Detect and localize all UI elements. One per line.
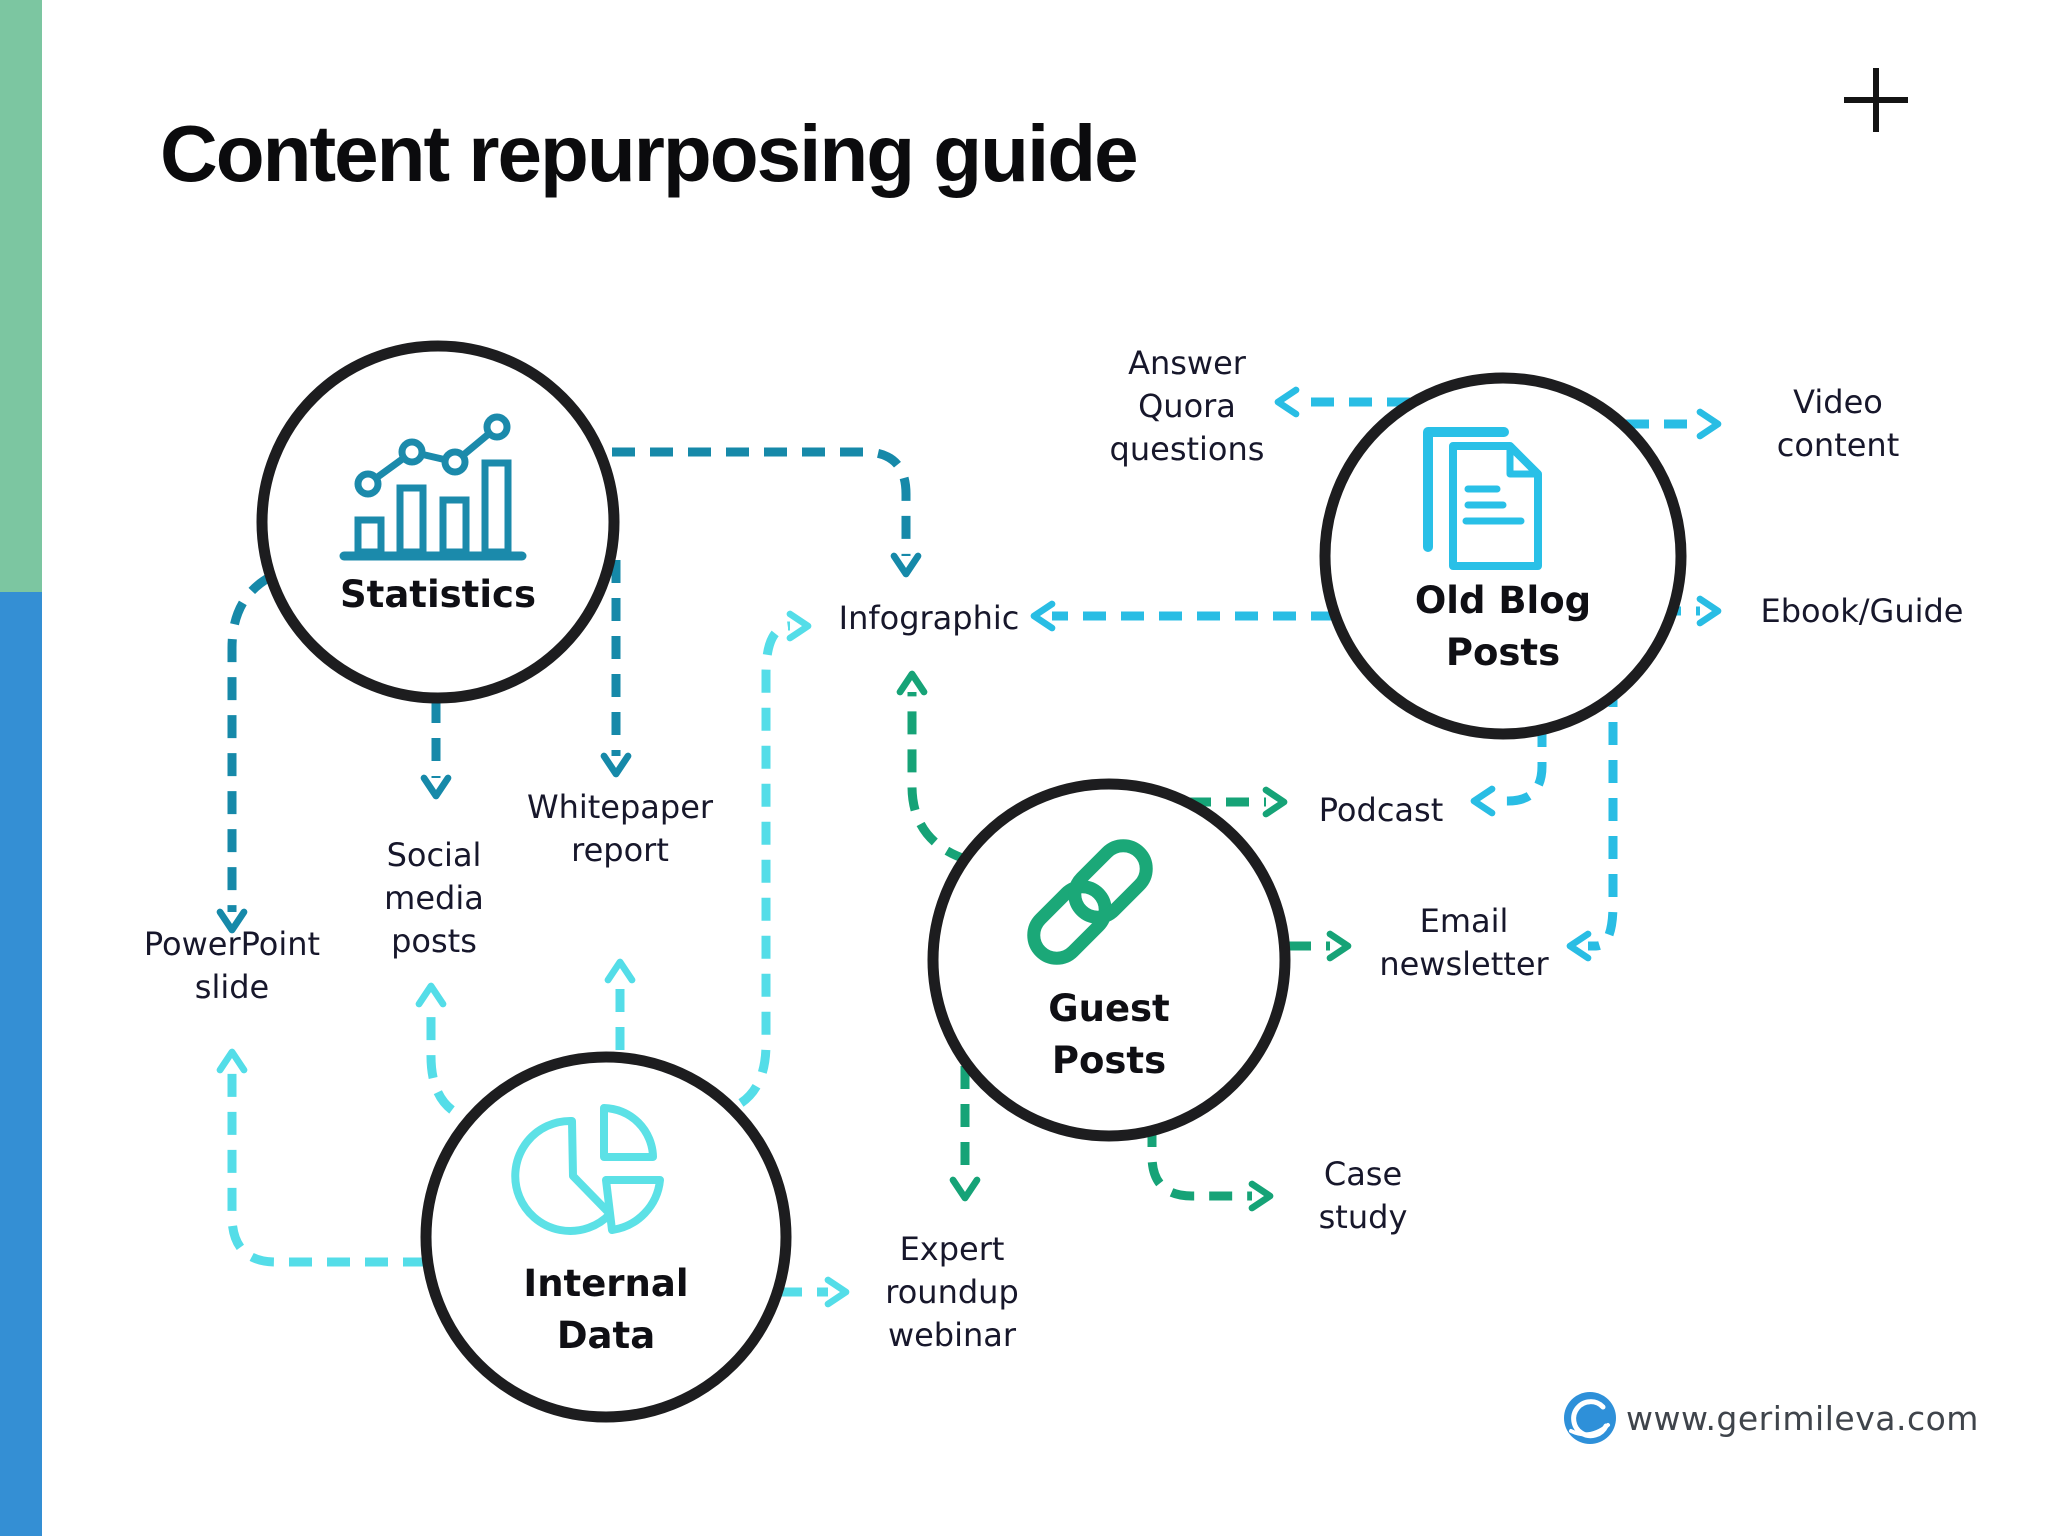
- edge-statistics-to-infographic: [612, 447, 922, 578]
- label-infographic: Infographic: [838, 599, 1020, 637]
- page-title: Content repurposing guide: [160, 109, 1139, 198]
- edge-guest-posts-to-case-study: [1147, 1124, 1274, 1212]
- label-podcast: Podcast: [1318, 791, 1444, 829]
- label-whitepaper-report: Whitepaper report: [526, 788, 714, 869]
- label-expert-roundup-webinar: Expert roundup webinar: [885, 1230, 1019, 1354]
- edge-guest-posts-to-infographic: [896, 670, 970, 865]
- guest-posts-circle: [927, 778, 1291, 1142]
- statistics-circle: [256, 340, 620, 704]
- bar-chart-icon: [339, 413, 527, 561]
- label-video-content: Video content: [1776, 383, 1900, 464]
- label-social-media-posts: Social media posts: [384, 836, 484, 960]
- statistics-node-label: Statistics: [339, 573, 537, 616]
- edge-internal-data-to-powerpoint-slide: [216, 1048, 426, 1267]
- internal-data-node-label: Internal Data: [523, 1262, 689, 1357]
- label-case-study: Case study: [1318, 1155, 1408, 1236]
- label-answer-quora-questions: Answer Quora questions: [1109, 344, 1265, 468]
- chain-link-icon: [1027, 839, 1153, 965]
- left-accent-bar-green: [0, 0, 42, 592]
- plus-icon: [1844, 68, 1908, 132]
- pie-chart-icon: [511, 1104, 664, 1235]
- guest-posts-node-label: Guest Posts: [1048, 987, 1170, 1082]
- left-accent-bar-blue: [0, 592, 42, 1536]
- internal-data-circle: [420, 1051, 792, 1423]
- gerimileva-logo: [1564, 1392, 1616, 1444]
- label-ebook-guide: Ebook/Guide: [1760, 592, 1964, 630]
- edge-internal-data-to-infographic: [738, 610, 812, 1107]
- documents-icon: [1423, 427, 1542, 570]
- website-url: www.gerimileva.com: [1626, 1399, 1979, 1438]
- label-email-newsletter: Email newsletter: [1379, 902, 1549, 983]
- old-blog-posts-node-label: Old Blog Posts: [1414, 579, 1592, 674]
- edge-internal-data-to-social-media-posts: [415, 982, 455, 1114]
- label-powerpoint-slide: PowerPoint slide: [143, 925, 321, 1006]
- edge-old-blog-to-email-newsletter: [1566, 684, 1618, 962]
- edge-statistics-to-powerpoint-slide: [216, 573, 273, 934]
- edge-old-blog-to-podcast: [1470, 724, 1547, 817]
